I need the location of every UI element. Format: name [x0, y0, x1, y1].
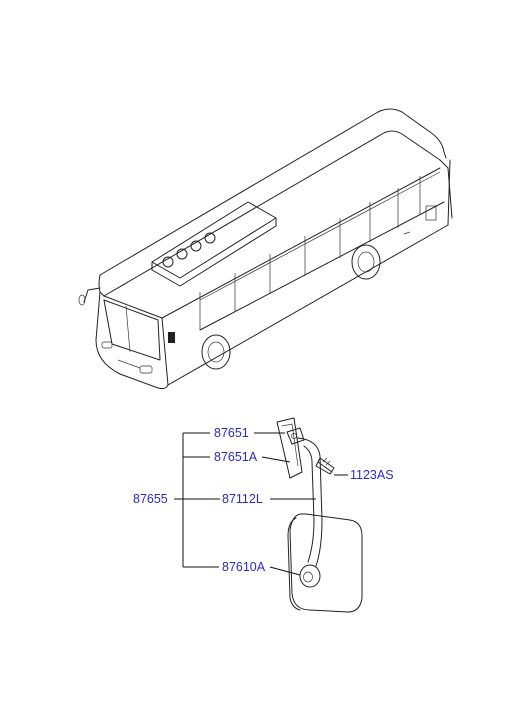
leader-lines: [174, 432, 348, 576]
bus-mirror-highlight: [168, 332, 175, 343]
label-stay-87112l[interactable]: 87112L: [222, 492, 263, 506]
label-mirror-head-87610a[interactable]: 87610A: [222, 560, 266, 574]
mirror-assembly-illustration: [276, 417, 363, 613]
label-bracket-87651[interactable]: 87651: [214, 426, 249, 440]
label-assembly-87655[interactable]: 87655: [133, 492, 168, 506]
label-bracket-87651a[interactable]: 87651A: [214, 450, 258, 464]
bus-illustration: [78, 108, 453, 390]
label-screw-1123as[interactable]: 1123AS: [350, 468, 394, 482]
